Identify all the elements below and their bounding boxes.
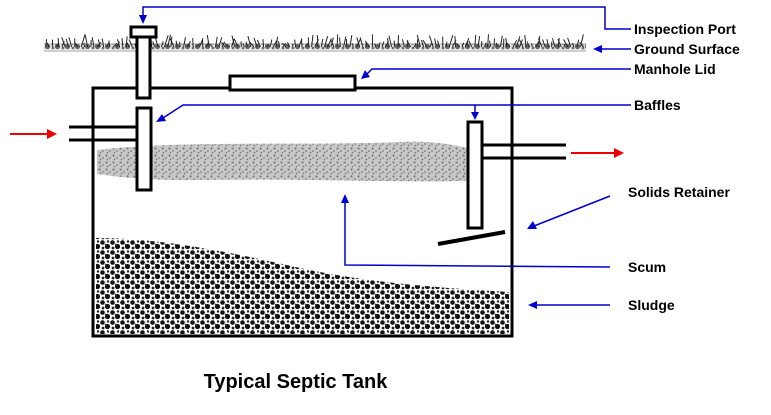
outlet-baffle (466, 120, 484, 230)
ground-surface (44, 34, 586, 52)
label-baffles: Baffles (634, 97, 681, 113)
diagram-title: Typical Septic Tank (203, 371, 388, 393)
inspection-port (129, 25, 158, 100)
scum-layer (97, 141, 480, 182)
manhole-lid (228, 74, 357, 92)
tank-outline (91, 86, 514, 338)
inlet-baffle (135, 106, 153, 192)
leader-baffles-outlet-arrowhead (471, 112, 479, 120)
leader-manhole-lid (365, 68, 631, 76)
leader-inspection-port-arrowhead (139, 15, 147, 24)
outflow-arrow (571, 148, 624, 158)
label-ground-surface: Ground Surface (634, 41, 740, 57)
solids-retainer (437, 230, 506, 246)
leader-sludge-arrowhead (528, 301, 537, 309)
leader-baffles (162, 104, 631, 119)
label-sludge: Sludge (628, 297, 675, 313)
outlet-pipe (482, 143, 566, 160)
label-manhole-lid: Manhole Lid (634, 61, 716, 77)
leader-scum (344, 202, 611, 268)
leader-scum-arrowhead (341, 194, 349, 203)
label-inspection-port: Inspection Port (634, 21, 736, 37)
inflow-arrow (10, 129, 57, 139)
leader-inspection-port (142, 6, 631, 30)
leader-ground-surface-arrowhead (593, 45, 602, 53)
grass-blades (45, 34, 584, 48)
leader-baffles-arrowhead (156, 114, 166, 122)
label-scum: Scum (628, 259, 667, 275)
leader-solids-retainer (533, 195, 611, 227)
leader-manhole-lid-arrowhead (361, 70, 370, 79)
inlet-pipe (69, 125, 137, 142)
label-solids-retainer: Solids Retainer (628, 184, 730, 200)
leader-solids-retainer-arrowhead (527, 221, 537, 229)
sludge-layer (96, 238, 509, 334)
